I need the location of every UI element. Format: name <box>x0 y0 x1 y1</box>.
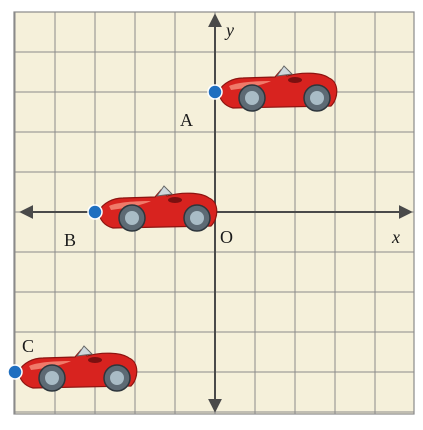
cockpit <box>168 197 182 203</box>
wheel-hub <box>310 91 324 105</box>
car-c <box>18 345 138 392</box>
car-b <box>98 185 218 232</box>
point-b <box>87 204 103 220</box>
cockpit <box>288 77 302 83</box>
car-a <box>218 65 338 112</box>
wheel-hub <box>45 371 59 385</box>
origin-label: O <box>220 227 233 247</box>
point-label-a: A <box>180 110 193 130</box>
point-label-b: B <box>64 230 76 250</box>
windshield <box>155 185 174 197</box>
y-axis-label: y <box>224 20 234 40</box>
windshield <box>75 345 94 357</box>
wheel-hub <box>125 211 139 225</box>
point-label-c: C <box>22 336 34 356</box>
wheel-hub <box>245 91 259 105</box>
cockpit <box>88 357 102 363</box>
point-labels-layer: A B C <box>22 110 193 356</box>
points-layer <box>7 84 223 380</box>
x-axis-label: x <box>391 227 400 247</box>
windshield <box>275 65 294 77</box>
point-a <box>207 84 223 100</box>
wheel-hub <box>190 211 204 225</box>
cars-layer <box>18 65 338 392</box>
wheel-hub <box>110 371 124 385</box>
point-c <box>7 364 23 380</box>
